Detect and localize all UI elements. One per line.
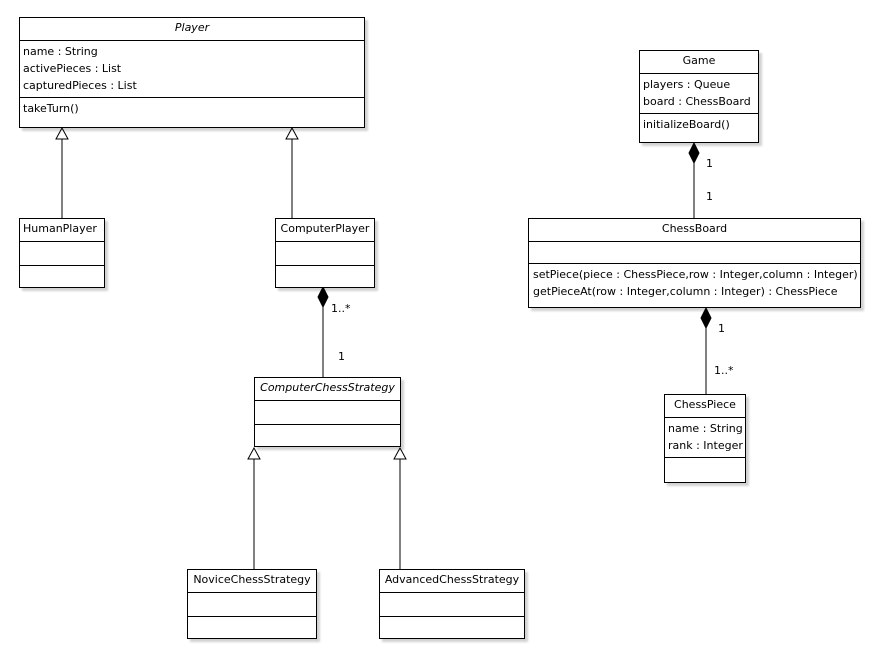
class-name: NoviceChessStrategy [188, 570, 316, 593]
generalization-arrowhead [55, 126, 69, 140]
class-name: Player [20, 18, 364, 41]
attribute: players : Queue [643, 78, 731, 91]
class-game[interactable]: Game players : Queue board : ChessBoard … [639, 50, 759, 143]
multiplicity-label: 1 [706, 190, 713, 203]
operations-section [380, 617, 524, 638]
attributes-section: name : String rank : Integer [665, 418, 745, 458]
operations-section: initializeBoard() [640, 114, 758, 142]
class-name: ComputerPlayer [276, 219, 374, 242]
operations-section [665, 458, 745, 482]
attributes-section [380, 593, 524, 617]
attributes-section [276, 242, 374, 266]
class-advancedchessstrategy[interactable]: AdvancedChessStrategy [379, 569, 525, 639]
class-computerplayer[interactable]: ComputerPlayer [275, 218, 375, 288]
class-chessboard[interactable]: ChessBoard setPiece(piece : ChessPiece,r… [528, 218, 861, 308]
attribute: name : String [668, 422, 743, 435]
class-chesspiece[interactable]: ChessPiece name : String rank : Integer [664, 394, 746, 483]
composition-diamond [700, 306, 712, 330]
multiplicity-label: 1..* [331, 302, 351, 315]
attribute: capturedPieces : List [23, 79, 137, 92]
operations-section: setPiece(piece : ChessPiece,row : Intege… [529, 264, 860, 307]
attribute: rank : Integer [668, 439, 743, 452]
composition-diamond [688, 141, 700, 165]
attributes-section: players : Queue board : ChessBoard [640, 74, 758, 114]
operations-section [255, 425, 400, 446]
multiplicity-label: 1 [338, 350, 345, 363]
class-name: AdvancedChessStrategy [380, 570, 524, 593]
operation: setPiece(piece : ChessPiece,row : Intege… [533, 268, 858, 281]
operations-section [20, 266, 104, 287]
attribute: activePieces : List [23, 62, 122, 75]
operations-section [276, 266, 374, 287]
operation: getPieceAt(row : Integer,column : Intege… [533, 285, 838, 298]
class-name: ChessPiece [665, 395, 745, 418]
class-computerchessstrategy[interactable]: ComputerChessStrategy [254, 377, 401, 447]
class-humanplayer[interactable]: HumanPlayer [19, 218, 105, 288]
attributes-section [255, 401, 400, 425]
multiplicity-label: 1..* [714, 364, 734, 377]
attributes-section [188, 593, 316, 617]
generalization-arrowhead [247, 446, 261, 460]
class-name: ComputerChessStrategy [255, 378, 400, 401]
class-novicechessstrategy[interactable]: NoviceChessStrategy [187, 569, 317, 639]
class-name: HumanPlayer [20, 219, 104, 242]
multiplicity-label: 1 [718, 322, 725, 335]
class-name: Game [640, 51, 758, 74]
operation: initializeBoard() [643, 118, 730, 131]
multiplicity-label: 1 [706, 157, 713, 170]
operations-section [188, 617, 316, 638]
generalization-arrowhead [393, 446, 407, 460]
attributes-section [20, 242, 104, 266]
attributes-section [529, 242, 860, 264]
class-player[interactable]: Player name : String activePieces : List… [19, 17, 365, 128]
attribute: board : ChessBoard [643, 95, 751, 108]
attribute: name : String [23, 45, 98, 58]
generalization-arrowhead [285, 126, 299, 140]
operation: takeTurn() [23, 102, 79, 115]
composition-diamond [317, 285, 329, 309]
operations-section: takeTurn() [20, 98, 364, 127]
attributes-section: name : String activePieces : List captur… [20, 41, 364, 98]
class-name: ChessBoard [529, 219, 860, 242]
